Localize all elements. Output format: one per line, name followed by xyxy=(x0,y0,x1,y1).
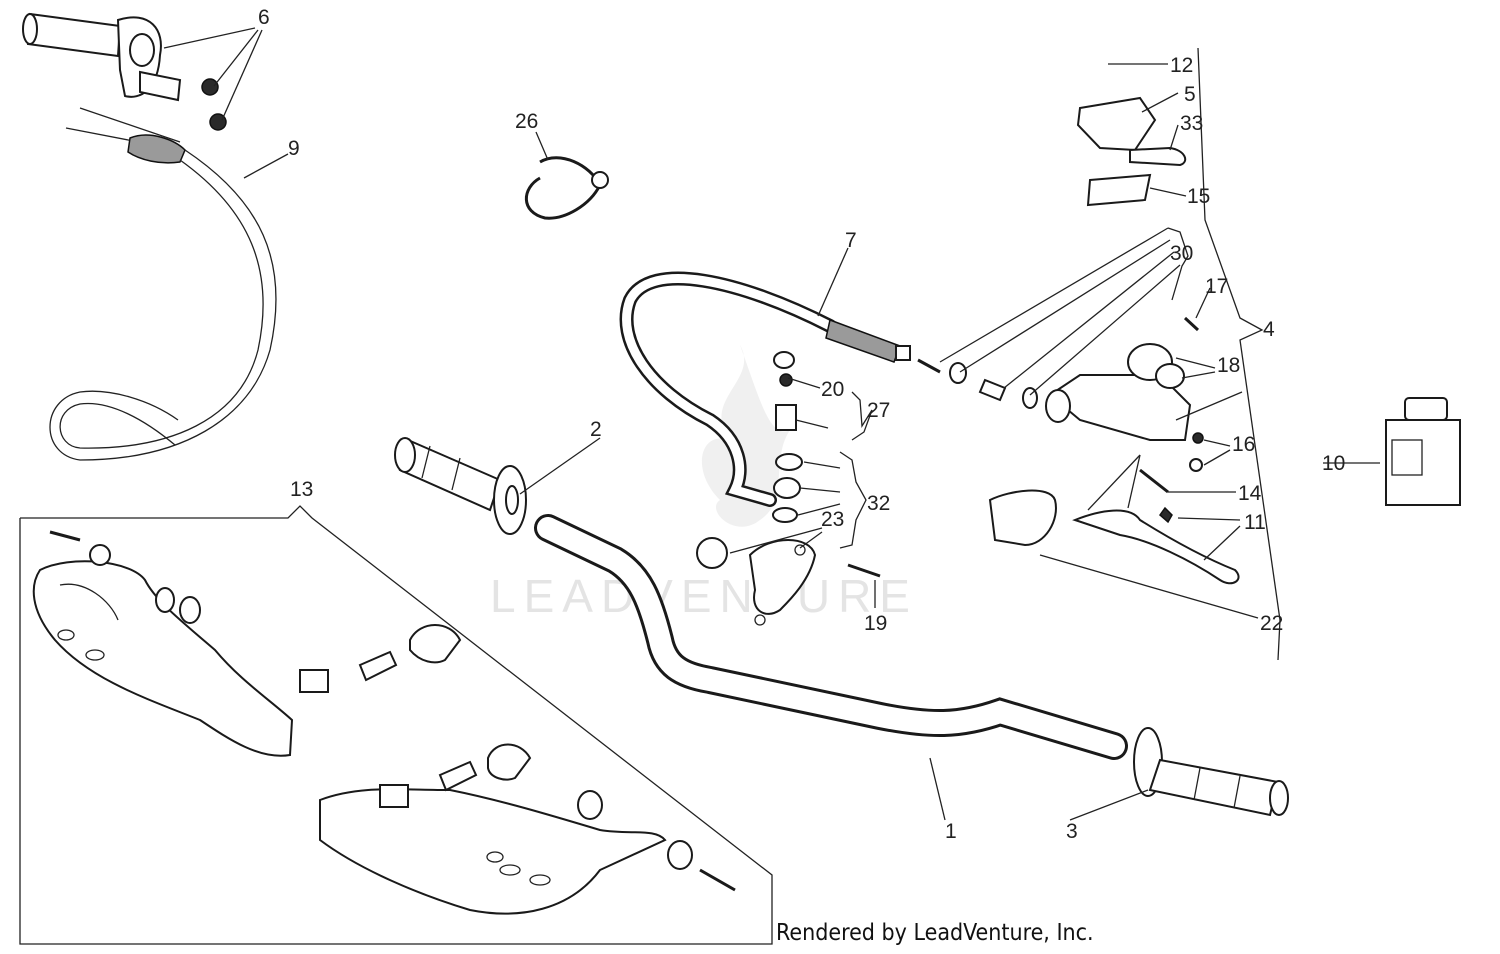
callout-30: 30 xyxy=(1170,242,1193,265)
watermark-text: LEADVENTURE xyxy=(490,570,918,622)
callout-16: 16 xyxy=(1232,433,1255,456)
master-cylinder xyxy=(917,96,1240,585)
right-grip xyxy=(1133,727,1289,817)
callout-11: 11 xyxy=(1244,511,1266,534)
callout-12: 12 xyxy=(1170,54,1193,77)
footer-credit: Rendered by LeadVenture, Inc. xyxy=(776,920,1094,946)
callout-33: 33 xyxy=(1180,112,1203,135)
callout-20: 20 xyxy=(821,378,844,401)
callout-15: 15 xyxy=(1187,185,1210,208)
callout-19: 19 xyxy=(864,612,887,635)
callout-26: 26 xyxy=(515,110,538,133)
callout-14: 14 xyxy=(1238,482,1262,505)
callout-1: 1 xyxy=(945,820,957,843)
caliper-fittings xyxy=(696,351,881,626)
handlebar xyxy=(534,514,1128,760)
callout-2: 2 xyxy=(590,418,602,441)
handguard-kit-box xyxy=(19,505,773,945)
callout-13: 13 xyxy=(290,478,313,501)
callout-22: 22 xyxy=(1260,612,1283,635)
callout-4: 4 xyxy=(1263,318,1275,341)
cable-clamp xyxy=(524,156,609,220)
throttle-cable xyxy=(49,107,277,461)
throttle-assembly xyxy=(22,12,227,131)
callout-6: 6 xyxy=(258,6,270,29)
callout-5: 5 xyxy=(1184,83,1196,106)
callout-27: 27 xyxy=(867,399,890,422)
callout-18: 18 xyxy=(1217,354,1240,377)
callout-17: 17 xyxy=(1205,275,1228,298)
left-grip xyxy=(394,437,527,535)
watermark: LEADVENTURE xyxy=(490,345,918,622)
callout-32: 32 xyxy=(867,492,890,515)
leader-lines xyxy=(163,27,1380,821)
callout-10: 10 xyxy=(1322,452,1345,475)
callout-9: 9 xyxy=(288,137,300,160)
callout-7: 7 xyxy=(845,229,857,252)
callout-23: 23 xyxy=(821,508,844,531)
callout-labels: 1 2 3 4 5 6 7 9 10 11 12 13 14 15 16 17 … xyxy=(258,6,1345,843)
fluid-bottle xyxy=(1385,397,1461,506)
callout-3: 3 xyxy=(1066,820,1078,843)
brake-hose xyxy=(619,271,911,507)
